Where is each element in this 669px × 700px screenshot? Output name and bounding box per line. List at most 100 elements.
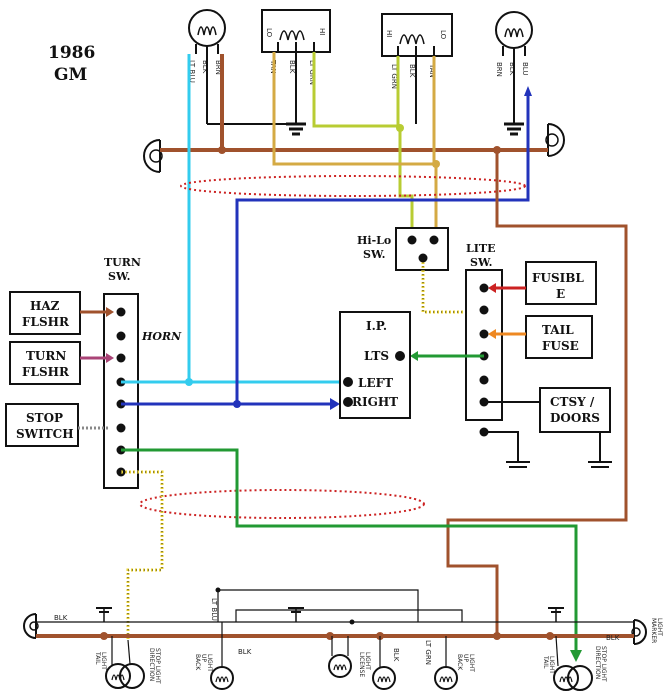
ctsy-label-1: CTSY / bbox=[550, 395, 595, 409]
rear-label-dir-left-1: DIRECTION bbox=[148, 648, 155, 681]
rear-label-marker-right-2: LIGHT bbox=[656, 618, 663, 636]
wire-label-tan-right: TAN bbox=[428, 63, 436, 78]
haz-flshr-label-1: HAZ bbox=[30, 299, 60, 313]
left-side-marker-socket bbox=[143, 139, 163, 173]
horn-label: HORN bbox=[141, 330, 182, 343]
wire-label-ltgrn-left: LT GRN bbox=[308, 60, 316, 85]
stop-switch-box bbox=[5, 403, 79, 447]
haz-flasher-box bbox=[9, 291, 81, 335]
rear-wire-blk-mid2: BLK bbox=[392, 648, 400, 662]
stop-switch-label-2: SWITCH bbox=[16, 427, 74, 441]
turn-flshr-label-1: TURN bbox=[26, 349, 66, 363]
wire-label-blu-top: BLU bbox=[521, 62, 529, 75]
wire-label-ltgrn-right: LT GRN bbox=[390, 64, 398, 89]
ip-right-label: RIGHT bbox=[352, 395, 398, 409]
lite-sw-label-1: LITE bbox=[466, 242, 495, 255]
rear-wire-blk-right: BLK bbox=[606, 634, 620, 642]
ground-symbol-ctsy bbox=[588, 461, 612, 468]
hilo-sw-label-1: Hi-Lo bbox=[357, 234, 391, 247]
rear-wire-blk-left: BLK bbox=[54, 614, 68, 622]
ground-symbol-lite-sw bbox=[506, 461, 530, 468]
rear-ground-right bbox=[548, 607, 564, 622]
ip-label: I.P. bbox=[366, 319, 387, 333]
tail-fuse-label-2: FUSE bbox=[542, 339, 579, 353]
right-side-marker-socket bbox=[545, 123, 565, 157]
rear-label-tail-left-1: TAIL bbox=[94, 651, 101, 665]
ip-left-label: LEFT bbox=[358, 376, 393, 390]
rear-bulb-direction-left bbox=[119, 639, 145, 689]
rear-label-tail-right-1: TAIL bbox=[542, 655, 549, 669]
rear-bulb-tail-left bbox=[105, 636, 131, 689]
right-park-bulb bbox=[495, 11, 533, 56]
rear-bulb-license-2 bbox=[372, 636, 396, 690]
ground-symbol-top-left bbox=[286, 122, 306, 136]
wire-label-blk-top-left: BLK bbox=[201, 60, 209, 74]
brn-park-lamp-feed bbox=[446, 150, 628, 636]
rear-label-backup-left-3: LIGHT bbox=[206, 654, 213, 672]
rear-label-dir-left-2: STOP LIGHT bbox=[154, 648, 161, 684]
diagram-make: GM bbox=[54, 65, 88, 85]
haz-flshr-label-2: FLSHR bbox=[22, 315, 70, 329]
lamp-label-hi-left: HI bbox=[318, 28, 326, 35]
ground-symbol-top-right bbox=[504, 122, 524, 136]
turn-flshr-label-2: FLSHR bbox=[22, 365, 70, 379]
lite-sw-label-2: SW. bbox=[470, 256, 492, 269]
ctsy-doors-box bbox=[539, 387, 611, 433]
wire-label-brn-top-left: BRN bbox=[214, 60, 222, 75]
rear-wire-blk-mid1: BLK bbox=[238, 648, 252, 656]
ip-lts-label: LTS bbox=[364, 349, 389, 363]
tail-fuse-label-1: TAIL bbox=[542, 323, 574, 337]
fusible-label-1: FUSIBL bbox=[532, 271, 584, 285]
rear-wire-lt-blu: LT BLU bbox=[210, 598, 218, 621]
fusible-link-box bbox=[525, 261, 597, 305]
left-park-bulb bbox=[188, 9, 226, 54]
tail-fuse-box bbox=[525, 315, 593, 359]
rear-label-license-2: LIGHT bbox=[364, 652, 371, 670]
ctsy-label-2: DOORS bbox=[550, 411, 600, 425]
green-right-stop-wire bbox=[121, 448, 578, 652]
fusible-label-2: E bbox=[556, 287, 565, 301]
rear-bulb-backup-left bbox=[210, 622, 234, 690]
lamp-label-lo-left: LO bbox=[265, 28, 273, 38]
stop-switch-label-1: STOP bbox=[26, 411, 63, 425]
hilo-sw-label-2: SW. bbox=[363, 248, 385, 261]
rear-bulb-direction-right bbox=[567, 665, 593, 691]
rear-ground-left bbox=[96, 607, 112, 622]
harness-bundle-upper bbox=[180, 175, 526, 197]
lamp-label-lo-right: LO bbox=[439, 30, 447, 40]
rear-bulb-tail-right bbox=[553, 635, 579, 691]
rear-label-marker-right-1: MARKER bbox=[650, 618, 657, 643]
rear-label-backup-right-1: BACK bbox=[456, 654, 463, 671]
lite-switch-box bbox=[465, 269, 503, 421]
turn-sw-label-1: TURN bbox=[104, 256, 141, 269]
rear-label-backup-right-3: LIGHT bbox=[468, 654, 475, 672]
diagram-year: 1986 bbox=[48, 43, 95, 63]
rear-wire-lt-grn: LT GRN bbox=[424, 640, 432, 665]
wire-label-lt-blu-top: LT BLU bbox=[188, 60, 196, 83]
rear-label-backup-right-2: UP bbox=[462, 654, 469, 662]
rear-label-dir-right-2: STOP LIGHT bbox=[600, 646, 607, 682]
rear-left-marker-socket bbox=[23, 613, 39, 639]
wire-label-blk-top-right: BLK bbox=[508, 62, 516, 76]
rear-label-license-1: LICENSE bbox=[358, 652, 365, 677]
lt-blu-left-turn-wire bbox=[187, 54, 340, 384]
tan-lo-beam-wire bbox=[272, 52, 438, 228]
turn-switch-box bbox=[103, 293, 139, 489]
lamp-label-hi-right: HI bbox=[385, 30, 393, 37]
rear-right-marker-socket bbox=[631, 619, 647, 645]
wire-label-blk-hilo: BLK bbox=[408, 64, 416, 78]
turn-flasher-box bbox=[9, 341, 81, 385]
turn-sw-label-2: SW. bbox=[108, 270, 130, 283]
rear-bulb-backup-right bbox=[434, 636, 458, 690]
blu-right-turn-wire bbox=[235, 96, 530, 406]
lite-switch-terminals bbox=[479, 283, 489, 437]
rear-label-backup-left-1: BACK bbox=[194, 654, 201, 671]
wire-label-blk-lohi: BLK bbox=[288, 60, 296, 74]
rear-label-backup-left-2: UP bbox=[200, 654, 207, 662]
rear-label-tail-left-2: LIGHT bbox=[100, 652, 107, 670]
rear-label-tail-right-2: LIGHT bbox=[548, 656, 555, 674]
rear-bulb-license-1 bbox=[328, 636, 352, 678]
rear-label-dir-right-1: DIRECTION bbox=[594, 646, 601, 679]
wire-label-brn-top-right: BRN bbox=[495, 62, 503, 77]
